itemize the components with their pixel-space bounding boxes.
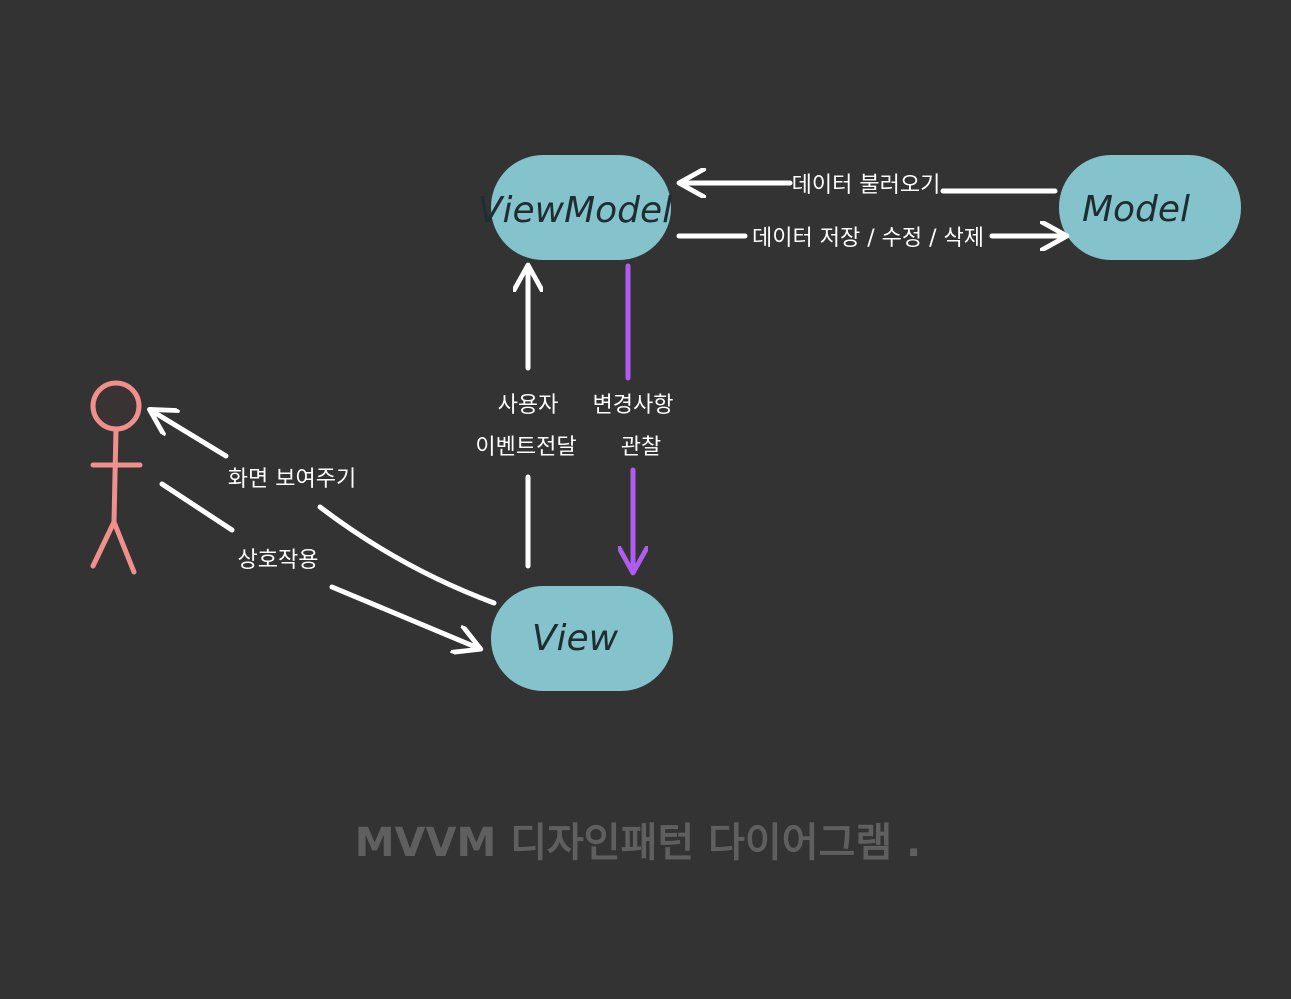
stick-figure-icon xyxy=(90,380,143,575)
model-node-shape xyxy=(1059,155,1241,260)
viewmodel-node: ViewModel xyxy=(478,155,672,260)
edge-label-interaction: 상호작용 xyxy=(238,548,319,573)
edge-line xyxy=(159,481,235,533)
edge-viewmodel-to-model: 데이터 저장 / 수정 / 삭제 xyxy=(676,226,1064,251)
view-node-shape xyxy=(491,586,673,691)
actor-head xyxy=(90,380,142,432)
edge-label-observe-line2: 관찰 xyxy=(621,435,661,460)
arrow-down-right-icon xyxy=(329,584,478,648)
edge-label-user-line2: 이벤트전달 xyxy=(475,435,576,460)
edge-label-observe-line1: 변경사항 xyxy=(593,393,674,418)
view-node: View xyxy=(491,586,673,691)
actor-right-leg xyxy=(111,519,137,575)
viewmodel-node-shape xyxy=(491,155,671,260)
edge-line xyxy=(317,504,497,606)
actor-left-leg xyxy=(90,519,117,569)
view-node-label: View xyxy=(532,618,619,659)
edge-label-load-data: 데이터 불러오기 xyxy=(792,173,941,198)
model-node-label: Model xyxy=(1082,189,1190,230)
edge-model-to-viewmodel: 데이터 불러오기 xyxy=(682,173,1058,198)
diagram-caption: MVVM 디자인패턴 다이어그램 . xyxy=(355,820,922,866)
edge-user-to-view: 상호작용 xyxy=(159,481,478,648)
edge-label-user-line1: 사용자 xyxy=(498,393,559,418)
edge-viewmodel-to-view: 변경사항 관찰 xyxy=(593,263,674,570)
edge-label-save-data: 데이터 저장 / 수정 / 삭제 xyxy=(752,226,984,251)
edge-label-show-screen: 화면 보여주기 xyxy=(228,467,356,492)
model-node: Model xyxy=(1059,155,1241,260)
edge-view-to-viewmodel: 사용자 이벤트전달 xyxy=(475,268,577,569)
viewmodel-node-label: ViewModel xyxy=(478,190,672,231)
actor-body xyxy=(111,426,119,525)
edge-view-to-user: 화면 보여주기 xyxy=(152,411,497,606)
arrow-up-left-icon xyxy=(152,411,229,459)
